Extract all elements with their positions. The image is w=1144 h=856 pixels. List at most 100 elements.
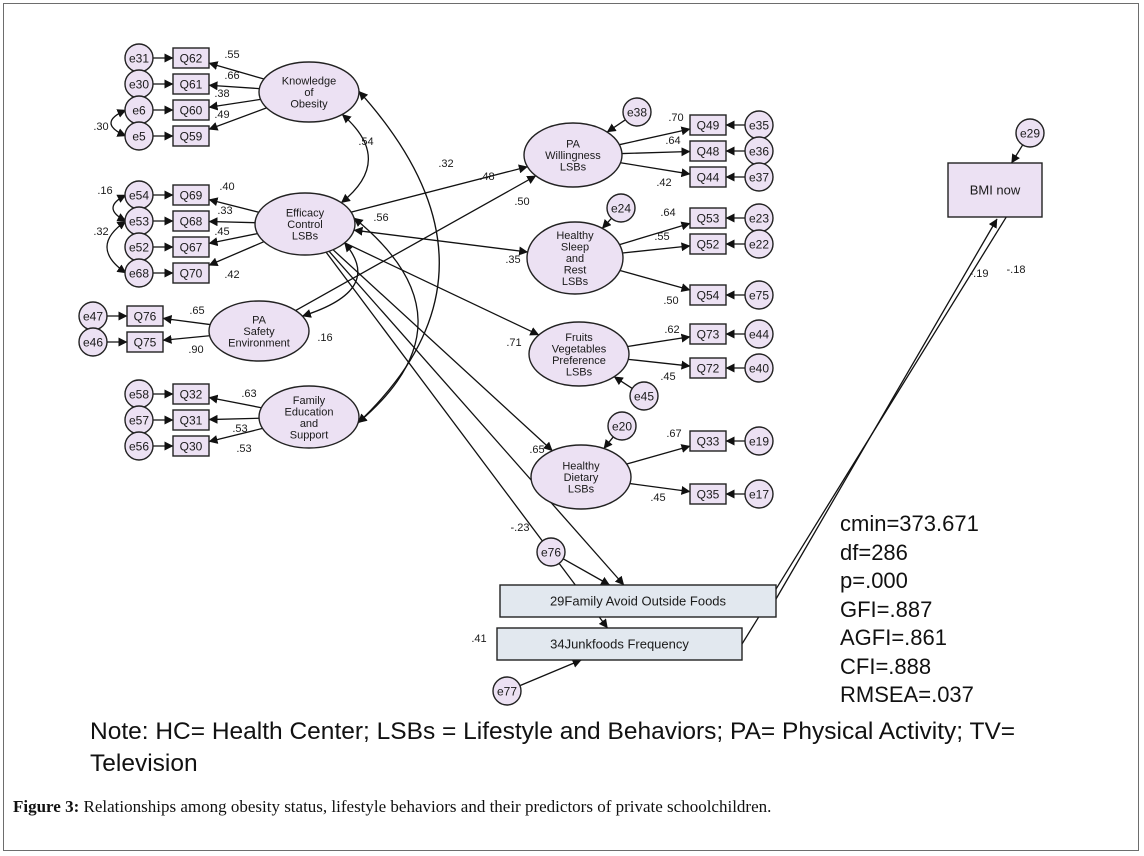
caption-text: Relationships among obesity status, life… <box>79 797 772 816</box>
coefficient-q35: .45 <box>650 492 665 504</box>
coefficient-q73: .62 <box>664 324 679 336</box>
coefficient-q53: .64 <box>660 207 675 219</box>
observed-label-q48: Q48 <box>697 145 720 159</box>
loading-path-pawill-q48 <box>621 147 691 157</box>
latent-label-fruits: Preference <box>552 355 606 367</box>
observed-label-q33: Q33 <box>697 435 720 449</box>
path-efficacy-dietary <box>332 249 553 452</box>
disturbance-path-e20 <box>603 436 614 449</box>
coefficient-q54: .50 <box>663 295 678 307</box>
loading-path-knowledge-q61 <box>208 81 260 91</box>
observed-label-q53: Q53 <box>697 212 720 226</box>
coefficient-q67: .45 <box>214 226 229 238</box>
error-e40 <box>744 353 774 383</box>
error-label-e52: e52 <box>129 241 149 255</box>
latent-label-pawill: LSBs <box>560 162 587 174</box>
observed-bmi <box>947 162 1043 218</box>
coefficient-pw: .48 <box>479 171 494 183</box>
coefficient-kf: .32 <box>438 158 453 170</box>
loading-path-family-q31 <box>208 414 260 424</box>
coefficient-e54e53: .16 <box>97 185 112 197</box>
loading-path-pasafety-q76 <box>162 315 211 326</box>
latent-label-dietary: LSBs <box>568 484 595 496</box>
loading-path-knowledge-q59 <box>208 107 267 131</box>
observed-q72 <box>689 357 727 379</box>
latent-label-efficacy: Efficacy <box>286 208 325 220</box>
coefficient-q32: .63 <box>241 388 256 400</box>
latent-label-knowledge: Obesity <box>290 99 328 111</box>
error-e5 <box>124 121 154 151</box>
latent-label-family: and <box>300 418 318 430</box>
observed-label-q32: Q32 <box>180 388 203 402</box>
coefficient-ew: .50 <box>514 196 529 208</box>
error-label-e53: e53 <box>129 215 149 229</box>
covariance-efficacy-family <box>353 217 419 424</box>
error-label-e24: e24 <box>611 202 631 216</box>
latent-knowledge <box>258 61 360 123</box>
coefficient-ed: .65 <box>529 444 544 456</box>
loading-path-efficacy-q69 <box>208 197 259 213</box>
coefficient-q49: .70 <box>668 112 683 124</box>
loading-path-sleep-q53 <box>619 221 691 246</box>
disturbance-path-e38 <box>606 119 626 133</box>
observed-q59 <box>172 125 210 147</box>
observed-label-q60: Q60 <box>180 104 203 118</box>
observed-q52 <box>689 233 727 255</box>
latent-label-efficacy: Control <box>287 219 322 231</box>
latent-fruits <box>528 321 630 387</box>
error-e24 <box>606 193 636 223</box>
observed-label-q76: Q76 <box>134 310 157 324</box>
loading-path-knowledge-q62 <box>208 61 265 80</box>
fit-agfi: AGFI=.861 <box>840 625 948 650</box>
error-label-e47: e47 <box>83 310 103 324</box>
observed-label-q44: Q44 <box>697 171 720 185</box>
latent-label-pawill: PA <box>566 139 581 151</box>
error-e46 <box>78 327 108 357</box>
observed-avoid <box>499 584 777 618</box>
error-e20 <box>607 411 637 441</box>
latent-label-sleep: Healthy <box>556 230 594 242</box>
error-label-e31: e31 <box>129 52 149 66</box>
observed-label-q73: Q73 <box>697 328 720 342</box>
error-label-e37: e37 <box>749 171 769 185</box>
coefficient-q44: .42 <box>656 177 671 189</box>
coefficient-q68: .33 <box>217 205 232 217</box>
error-label-e76: e76 <box>541 546 561 560</box>
observed-q32 <box>172 383 210 405</box>
figure-caption: Figure 3: Relationships among obesity st… <box>13 797 771 817</box>
latent-label-pasafety: Safety <box>243 326 275 338</box>
observed-label-q72: Q72 <box>697 362 720 376</box>
error-e38 <box>622 97 652 127</box>
latent-label-knowledge: Knowledge <box>282 76 336 88</box>
latent-label-knowledge: of <box>304 87 314 99</box>
error-label-e23: e23 <box>749 212 769 226</box>
error-e22 <box>744 229 774 259</box>
latent-label-sleep: Sleep <box>561 242 589 254</box>
coefficient-q30: .53 <box>236 443 251 455</box>
observed-q33 <box>689 430 727 452</box>
latent-label-pasafety: PA <box>252 315 267 327</box>
latent-label-fruits: LSBs <box>566 366 593 378</box>
observed-label-avoid: 29Family Avoid Outside Foods <box>550 594 727 609</box>
coefficient-ab: -.19 <box>970 268 989 280</box>
error-e75 <box>744 280 774 310</box>
observed-label-q68: Q68 <box>180 215 203 229</box>
error-label-e58: e58 <box>129 388 149 402</box>
error-label-e40: e40 <box>749 362 769 376</box>
coefficient-q76: .65 <box>189 305 204 317</box>
error-label-e54: e54 <box>129 189 149 203</box>
observed-label-junk: 34Junkfoods Frequency <box>550 637 689 652</box>
error-e68 <box>124 258 154 288</box>
coefficient-ep: .16 <box>317 332 332 344</box>
coefficient-q69: .40 <box>219 181 234 193</box>
abbreviation-note: Note: HC= Health Center; LSBs = Lifestyl… <box>90 718 1016 777</box>
observed-label-q54: Q54 <box>697 289 720 303</box>
latent-efficacy <box>254 192 356 256</box>
observed-label-q75: Q75 <box>134 336 157 350</box>
coefficient-q52: .55 <box>654 231 669 243</box>
error-label-e5: e5 <box>132 130 146 144</box>
observed-q35 <box>689 483 727 505</box>
loading-path-dietary-q35 <box>629 482 691 495</box>
fit-gfi: GFI=.887 <box>840 596 933 622</box>
